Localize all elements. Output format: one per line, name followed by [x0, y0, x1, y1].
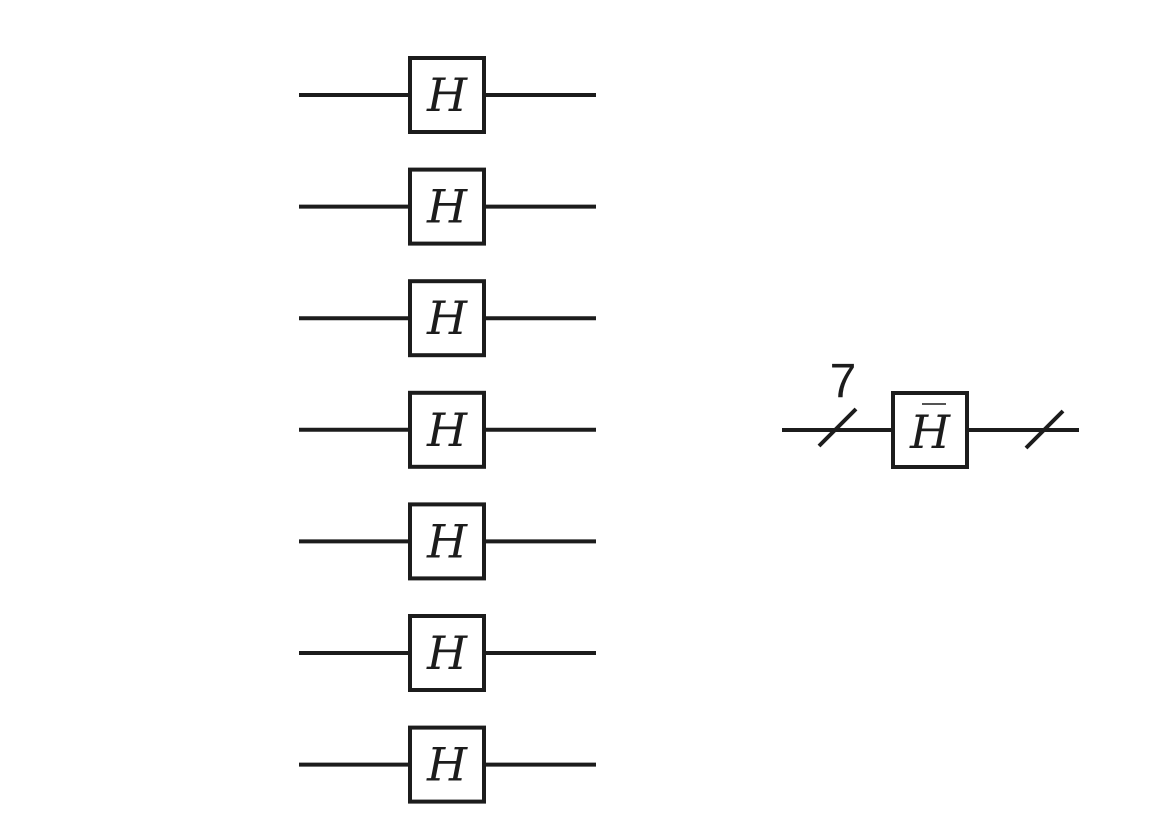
register-gate-box — [891, 391, 969, 469]
hadamard-gate-label: H — [426, 180, 468, 234]
qubit-row-2: H — [299, 167, 596, 246]
register-input-slash — [817, 407, 858, 448]
hadamard-gate-box — [408, 502, 486, 581]
register-gate-label: H — [909, 405, 951, 459]
qubit-row-3: H — [299, 279, 596, 358]
qubit-row-5: H — [299, 502, 596, 581]
hadamard-gate-box — [408, 614, 486, 692]
hadamard-gate-label: H — [426, 738, 468, 792]
register-output-slash — [1024, 409, 1065, 450]
qubit-row-6: H — [299, 614, 596, 692]
hadamard-gate-label: H — [426, 514, 468, 568]
hadamard-gate-box — [408, 390, 486, 469]
hadamard-gate-box — [408, 56, 486, 134]
register-hadamard-gate: H — [891, 391, 969, 469]
multi-qubit-hadamard-register: 7 H — [782, 355, 1079, 469]
register-size-label: 7 — [830, 355, 857, 408]
qubit-row-4: H — [299, 390, 596, 469]
hadamard-gate-label: H — [426, 68, 468, 122]
hadamard-gate-label: H — [426, 403, 468, 457]
hadamard-gate-label: H — [426, 626, 468, 680]
qubit-row-7: H — [299, 725, 596, 804]
hadamard-gate-box — [408, 279, 486, 358]
qubit-row-1: H — [299, 56, 596, 134]
hadamard-gate-box — [408, 167, 486, 246]
hadamard-gate-column: H H H H H H H — [299, 56, 596, 804]
hadamard-gate-label: H — [426, 291, 468, 345]
hadamard-gate-box — [408, 725, 486, 804]
